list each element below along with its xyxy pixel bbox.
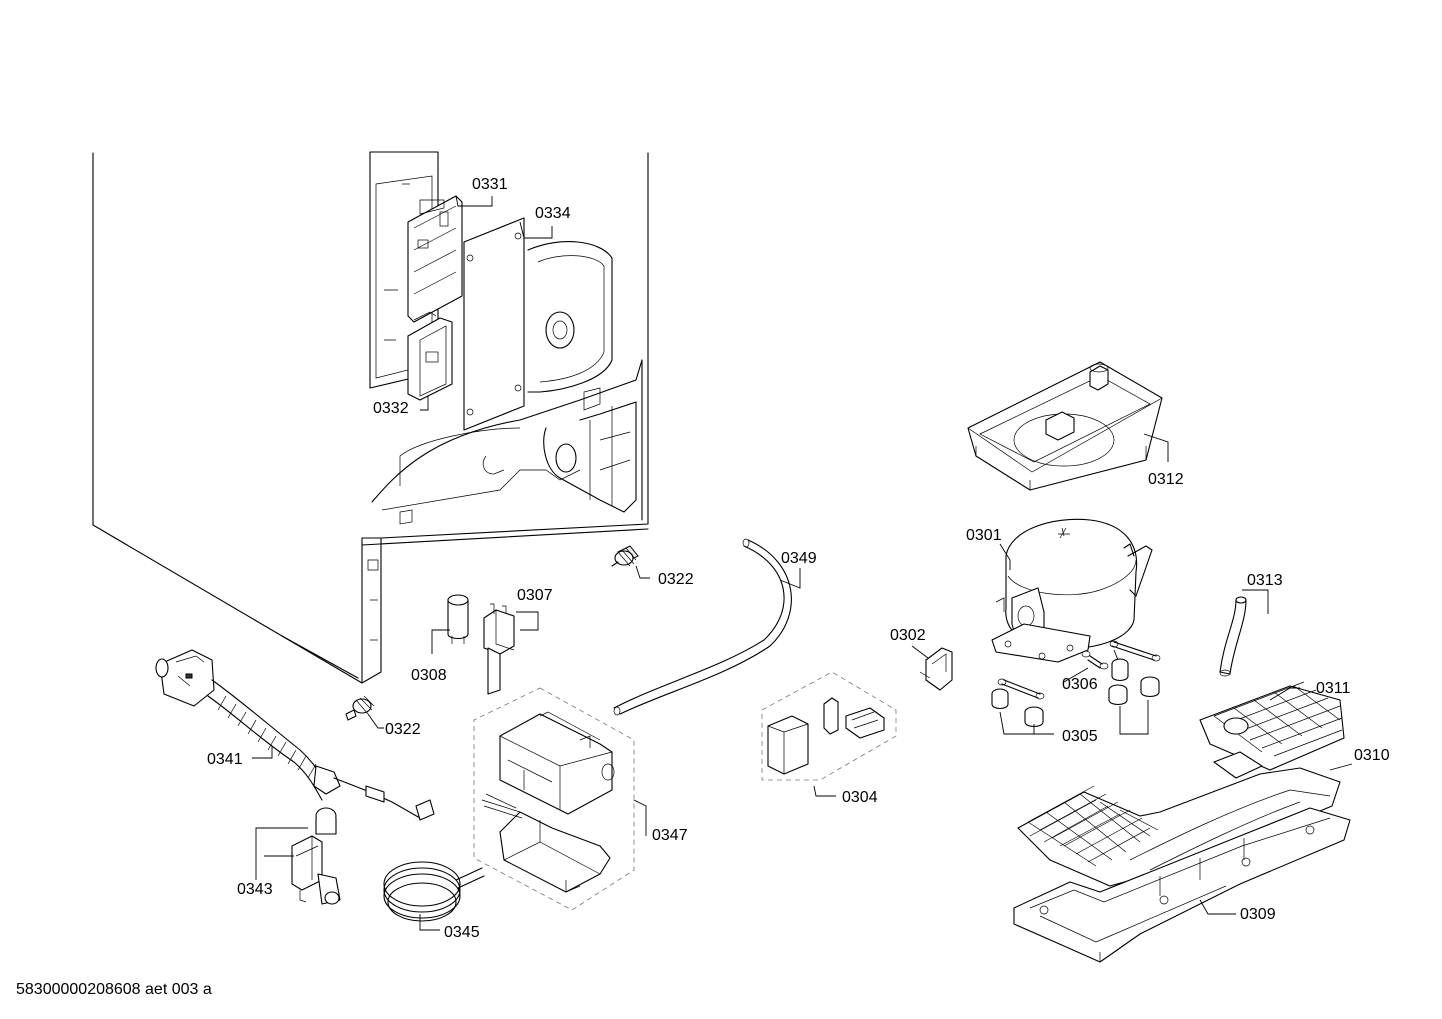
callout-0322: 0322 xyxy=(658,571,694,588)
hose-piece-part xyxy=(1219,596,1247,677)
drain-tube-part xyxy=(613,538,792,716)
module-part xyxy=(407,311,453,401)
callout-0322: 0322 xyxy=(385,721,421,738)
callout-0311: 0311 xyxy=(1316,680,1351,697)
callout-0341: 0341 xyxy=(207,751,243,768)
callout-0343: 0343 xyxy=(237,881,273,898)
capacitor-part xyxy=(447,594,469,644)
callout-0347: 0347 xyxy=(652,827,688,844)
callout-0310: 0310 xyxy=(1354,747,1390,764)
callout-0332: 0332 xyxy=(373,400,409,417)
water-valve-part xyxy=(291,807,341,905)
callout-0313: 0313 xyxy=(1247,572,1283,589)
callout-0334: 0334 xyxy=(535,205,571,222)
tubing-coil-part xyxy=(383,861,485,922)
part-labels: 0331 0334 0332 0312 0301 0322 0349 0313 … xyxy=(207,176,1390,941)
control-board-part xyxy=(407,195,463,323)
callout-0331: 0331 xyxy=(472,176,508,193)
document-id: 58300000208608 aet 003 a xyxy=(16,981,212,998)
callout-0309: 0309 xyxy=(1240,906,1276,923)
callout-0345: 0345 xyxy=(444,924,480,941)
relay-housing-group xyxy=(473,687,635,911)
callout-0312: 0312 xyxy=(1148,471,1184,488)
leader-lines xyxy=(252,195,1353,931)
water-hose-part xyxy=(155,649,435,821)
cover-panel-part xyxy=(463,217,525,431)
compressor-mounts xyxy=(991,640,1161,728)
terminal-clip-part xyxy=(919,647,953,691)
callout-0306: 0306 xyxy=(1062,676,1098,693)
base-plate xyxy=(1013,807,1351,963)
callout-0349: 0349 xyxy=(781,550,817,567)
callout-0301: 0301 xyxy=(966,527,1002,544)
adjustable-foot-lower xyxy=(345,695,375,721)
adjustable-foot-upper xyxy=(611,545,639,567)
callout-0305: 0305 xyxy=(1062,728,1098,745)
base-frame-grid xyxy=(1017,767,1341,887)
compressor-bracket-grid xyxy=(1199,681,1345,779)
evaporation-tray-part xyxy=(967,361,1163,491)
callout-0308: 0308 xyxy=(411,667,447,684)
cabinet-back-drawing xyxy=(92,151,649,684)
start-relay-part xyxy=(483,603,515,695)
callout-0304: 0304 xyxy=(842,789,878,806)
callout-0307: 0307 xyxy=(517,587,553,604)
callout-0302: 0302 xyxy=(890,627,926,644)
compressor-part xyxy=(991,518,1153,663)
overload-group xyxy=(761,671,897,781)
